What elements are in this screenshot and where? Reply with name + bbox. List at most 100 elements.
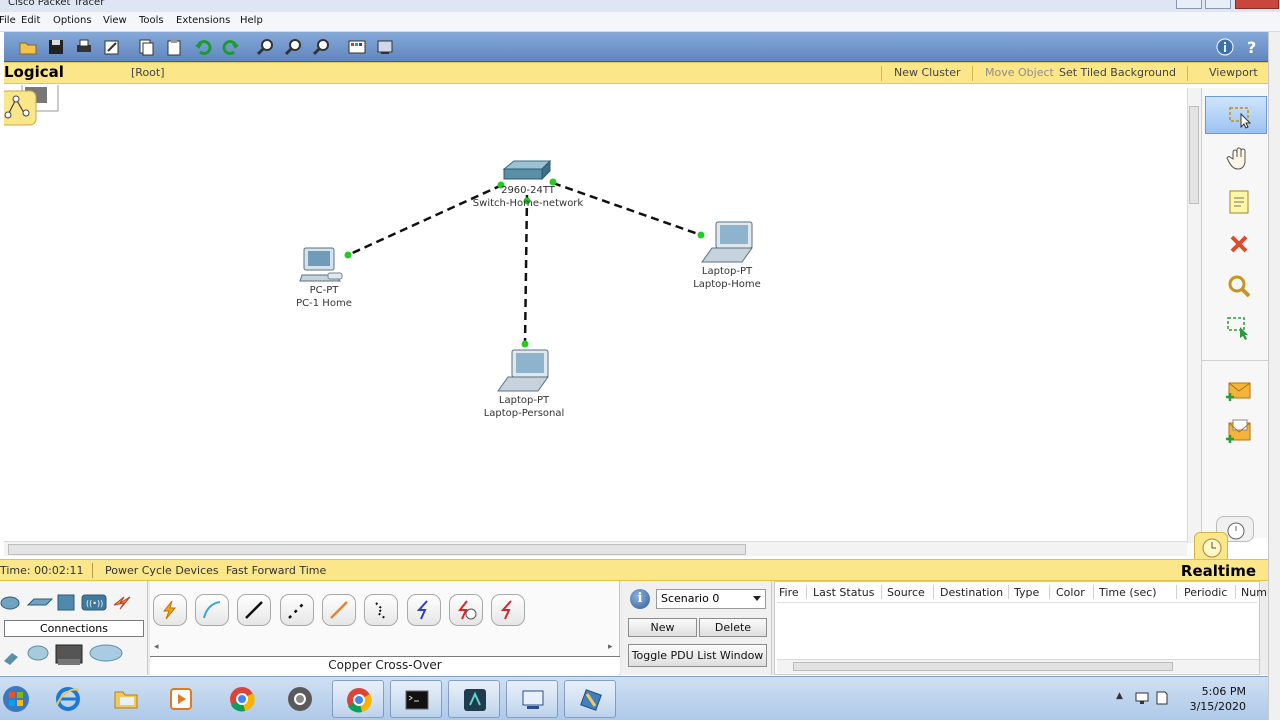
link-switch-pc[interactable] (347, 183, 503, 257)
paste-icon[interactable] (164, 37, 184, 57)
fiber-cable-button[interactable] (322, 594, 356, 626)
hubs-category-icon[interactable] (57, 594, 75, 611)
new-cluster-button[interactable]: New Cluster (894, 66, 961, 79)
command-prompt-task[interactable] (390, 680, 442, 718)
set-tiled-background-button[interactable]: Set Tiled Background (1059, 66, 1176, 79)
custom-made-devices-icon[interactable] (55, 644, 83, 665)
maximize-button[interactable] (1205, 0, 1231, 9)
minimize-button[interactable] (1176, 0, 1202, 9)
cable-scroll-left[interactable]: ◂ (154, 642, 159, 652)
realtime-mode-tab[interactable] (1194, 532, 1228, 562)
print-icon[interactable] (74, 37, 94, 57)
cluster-icon[interactable] (4, 85, 59, 126)
scenario-select[interactable]: Scenario 0 (656, 589, 766, 609)
serial-dce-button[interactable] (449, 594, 483, 626)
chrome-dev-task[interactable] (274, 680, 326, 718)
link-switch-laptop-home[interactable] (552, 181, 702, 237)
copper-cross-over-button[interactable] (280, 594, 314, 626)
new-scenario-button[interactable]: New (628, 618, 697, 637)
menu-view[interactable]: View (103, 15, 127, 26)
horizontal-scroll-thumb[interactable] (8, 544, 746, 555)
help-icon[interactable]: ? (1242, 37, 1262, 57)
network-icon[interactable] (1134, 690, 1150, 706)
internet-explorer-task[interactable] (42, 680, 94, 718)
routers-category-icon[interactable] (0, 596, 20, 610)
copper-straight-through-button[interactable] (237, 594, 271, 626)
place-note-tool[interactable] (1205, 182, 1267, 220)
switch-icon[interactable] (502, 159, 552, 181)
col-num[interactable]: Num (1241, 586, 1267, 599)
logical-workspace[interactable]: 2960-24TT Switch-Home-network PC-PT PC-1… (4, 85, 1188, 541)
fast-forward-time-button[interactable]: Fast Forward Time (226, 564, 327, 577)
resize-shape-tool[interactable] (1205, 308, 1267, 346)
media-player-task[interactable] (155, 680, 207, 718)
chrome-task[interactable] (216, 680, 268, 718)
col-type[interactable]: Type (1014, 586, 1040, 599)
zoom-reset-icon[interactable] (283, 37, 303, 57)
logical-tab[interactable]: Logical (4, 63, 64, 81)
menu-options[interactable]: Options (53, 15, 92, 26)
add-simple-pdu-tool[interactable] (1205, 370, 1267, 408)
palette-icon[interactable] (347, 37, 367, 57)
show-hidden-icons[interactable]: ▲ (1116, 691, 1123, 701)
copy-icon[interactable] (136, 37, 156, 57)
redo-icon[interactable] (221, 37, 241, 57)
serial-dte-button[interactable] (491, 594, 525, 626)
connections-category-icon[interactable] (113, 596, 131, 610)
save-icon[interactable] (46, 37, 66, 57)
switches-category-icon[interactable] (26, 598, 54, 606)
delete-tool[interactable] (1205, 224, 1267, 262)
tray-clock[interactable]: 5:06 PM 3/15/2020 (1190, 684, 1246, 714)
activity-wizard-icon[interactable] (102, 37, 122, 57)
viewport-button[interactable]: Viewport (1209, 66, 1258, 79)
laptop-home-icon[interactable] (701, 221, 753, 263)
root-breadcrumb[interactable]: [Root] (131, 66, 165, 79)
menu-edit[interactable]: Edit (21, 15, 41, 26)
scenario-info-icon[interactable]: i (630, 589, 650, 609)
connections-subtype-icon[interactable] (4, 653, 18, 665)
wan-emulation-icon[interactable] (27, 645, 49, 661)
col-last-status[interactable]: Last Status (813, 586, 875, 599)
move-object-button[interactable]: Move Object (985, 66, 1054, 79)
select-tool[interactable] (1205, 96, 1267, 134)
link-switch-laptop-personal[interactable] (523, 194, 529, 345)
start-button[interactable] (0, 680, 30, 718)
pdu-horizontal-scrollbar[interactable] (777, 659, 1259, 673)
menu-help[interactable]: Help (240, 15, 263, 26)
console-cable-button[interactable] (195, 594, 229, 626)
menu-tools[interactable]: Tools (139, 15, 164, 26)
laptop-personal-icon[interactable] (497, 349, 549, 392)
delete-scenario-button[interactable]: Delete (699, 618, 767, 637)
open-icon[interactable] (18, 37, 38, 57)
remote-desktop-task[interactable] (506, 680, 558, 718)
col-color[interactable]: Color (1056, 586, 1085, 599)
col-source[interactable]: Source (887, 586, 925, 599)
multiuser-connection-icon[interactable] (89, 644, 123, 662)
chrome-active-task[interactable] (332, 680, 384, 718)
col-fire[interactable]: Fire (779, 586, 799, 599)
app-task[interactable] (448, 680, 500, 718)
workspace-horizontal-scrollbar[interactable] (4, 541, 1187, 556)
workspace-vertical-scrollbar[interactable] (1187, 88, 1201, 543)
file-explorer-task[interactable] (100, 680, 152, 718)
menu-file[interactable]: File (0, 15, 16, 26)
inspect-hand-tool[interactable] (1205, 138, 1267, 176)
action-center-icon[interactable] (1154, 690, 1170, 706)
pc-icon[interactable] (299, 247, 343, 282)
zoom-out-icon[interactable] (311, 37, 331, 57)
zoom-tool[interactable] (1205, 266, 1267, 304)
col-time[interactable]: Time (sec) (1099, 586, 1157, 599)
undo-icon[interactable] (193, 37, 213, 57)
add-complex-pdu-tool[interactable] (1205, 412, 1267, 450)
wireless-category-icon[interactable]: ((•)) (81, 594, 107, 611)
col-periodic[interactable]: Periodic (1184, 586, 1228, 599)
packet-tracer-task[interactable] (564, 680, 616, 718)
pdu-scroll-thumb[interactable] (793, 662, 1173, 671)
toggle-pdu-list-button[interactable]: Toggle PDU List Window (628, 644, 767, 667)
custom-device-icon[interactable] (375, 37, 395, 57)
menu-extensions[interactable]: Extensions (176, 15, 231, 26)
close-button[interactable] (1235, 0, 1279, 9)
automatic-connection-button[interactable] (153, 594, 187, 626)
zoom-in-icon[interactable] (255, 37, 275, 57)
coaxial-cable-button[interactable] (407, 594, 441, 626)
